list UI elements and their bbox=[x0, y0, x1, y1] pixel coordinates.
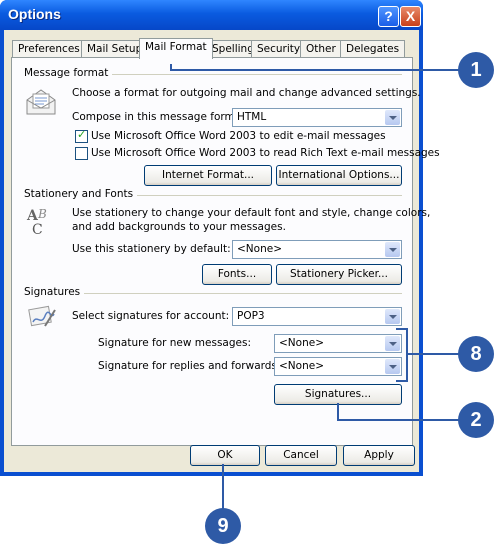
callout-1-line bbox=[170, 69, 462, 71]
callout-1-line bbox=[170, 64, 172, 70]
ok-button[interactable]: OK bbox=[190, 445, 260, 466]
fonts-button[interactable]: Fonts... bbox=[202, 264, 272, 285]
message-format-heading: Message format bbox=[24, 67, 113, 79]
stationery-description-line2: and add backgrounds to your messages. bbox=[72, 221, 286, 233]
callout-8: 8 bbox=[458, 336, 494, 372]
word-read-label: Use Microsoft Office Word 2003 to read R… bbox=[91, 147, 440, 159]
mail-format-panel: Message format Choose a format for outgo… bbox=[11, 57, 440, 446]
separator bbox=[78, 293, 402, 294]
new-messages-signature-select[interactable]: <None> bbox=[274, 334, 402, 353]
compose-format-label: Compose in this message format: bbox=[72, 111, 249, 123]
close-button[interactable]: X bbox=[400, 6, 421, 27]
mail-format-icon bbox=[25, 86, 57, 119]
international-options-button[interactable]: International Options... bbox=[276, 165, 402, 186]
stationery-fonts-icon: A B C bbox=[26, 206, 56, 239]
chevron-down-icon[interactable] bbox=[385, 336, 400, 351]
compose-format-value: HTML bbox=[237, 111, 267, 123]
callout-2: 2 bbox=[458, 402, 494, 438]
cancel-button[interactable]: Cancel bbox=[265, 445, 337, 466]
new-messages-signature-label: Signature for new messages: bbox=[98, 337, 252, 349]
separator bbox=[112, 74, 402, 75]
tab-mail-format[interactable]: Mail Format bbox=[139, 38, 213, 59]
tab-mail-setup[interactable]: Mail Setup bbox=[81, 40, 149, 57]
svg-text:C: C bbox=[32, 222, 43, 236]
tab-security[interactable]: Security bbox=[251, 40, 307, 57]
title-bar[interactable]: Options ? X bbox=[0, 0, 423, 30]
replies-signature-select[interactable]: <None> bbox=[274, 357, 402, 376]
chevron-down-icon[interactable] bbox=[385, 242, 400, 257]
svg-text:A: A bbox=[26, 208, 39, 224]
signatures-button[interactable]: Signatures... bbox=[274, 384, 402, 405]
compose-format-select[interactable]: HTML bbox=[232, 108, 402, 127]
options-dialog: Options ? X Preferences Mail Setup Mail … bbox=[0, 0, 423, 476]
tab-other[interactable]: Other bbox=[300, 40, 342, 57]
stationery-description-line1: Use stationery to change your default fo… bbox=[72, 207, 431, 219]
callout-8-bracket bbox=[396, 328, 408, 382]
internet-format-button[interactable]: Internet Format... bbox=[144, 165, 272, 186]
replies-signature-label: Signature for replies and forwards: bbox=[98, 360, 281, 372]
separator bbox=[132, 195, 402, 196]
word-edit-label: Use Microsoft Office Word 2003 to edit e… bbox=[91, 130, 386, 142]
chevron-down-icon[interactable] bbox=[385, 359, 400, 374]
word-edit-checkbox[interactable] bbox=[75, 128, 88, 143]
callout-2-line bbox=[337, 419, 461, 421]
signature-account-select[interactable]: POP3 bbox=[232, 307, 402, 326]
callout-1: 1 bbox=[458, 52, 494, 88]
apply-button[interactable]: Apply bbox=[343, 445, 415, 466]
callout-9-line bbox=[222, 464, 224, 510]
new-messages-signature-value: <None> bbox=[279, 337, 324, 349]
tab-preferences[interactable]: Preferences bbox=[12, 40, 86, 57]
window-title: Options bbox=[8, 6, 61, 22]
default-stationery-select[interactable]: <None> bbox=[232, 240, 402, 259]
signatures-heading: Signatures bbox=[24, 286, 85, 298]
help-button[interactable]: ? bbox=[378, 6, 399, 27]
tab-delegates[interactable]: Delegates bbox=[340, 40, 406, 57]
default-stationery-label: Use this stationery by default: bbox=[72, 243, 231, 255]
callout-2-line bbox=[337, 403, 339, 420]
svg-text:B: B bbox=[37, 207, 47, 221]
signature-icon bbox=[27, 304, 57, 333]
callout-9: 9 bbox=[205, 508, 241, 544]
tab-spelling[interactable]: Spelling bbox=[206, 40, 260, 57]
signature-account-label: Select signatures for account: bbox=[72, 310, 230, 322]
message-format-description: Choose a format for outgoing mail and ch… bbox=[72, 87, 421, 99]
chevron-down-icon[interactable] bbox=[385, 309, 400, 324]
chevron-down-icon[interactable] bbox=[385, 110, 400, 125]
stationery-heading: Stationery and Fonts bbox=[24, 188, 138, 200]
callout-8-line bbox=[408, 353, 460, 355]
stationery-picker-button[interactable]: Stationery Picker... bbox=[276, 264, 402, 285]
default-stationery-value: <None> bbox=[237, 243, 282, 255]
word-read-checkbox[interactable] bbox=[75, 147, 88, 160]
dialog-client-area: Preferences Mail Setup Mail Format Spell… bbox=[4, 30, 440, 472]
signature-account-value: POP3 bbox=[237, 310, 265, 322]
replies-signature-value: <None> bbox=[279, 360, 324, 372]
